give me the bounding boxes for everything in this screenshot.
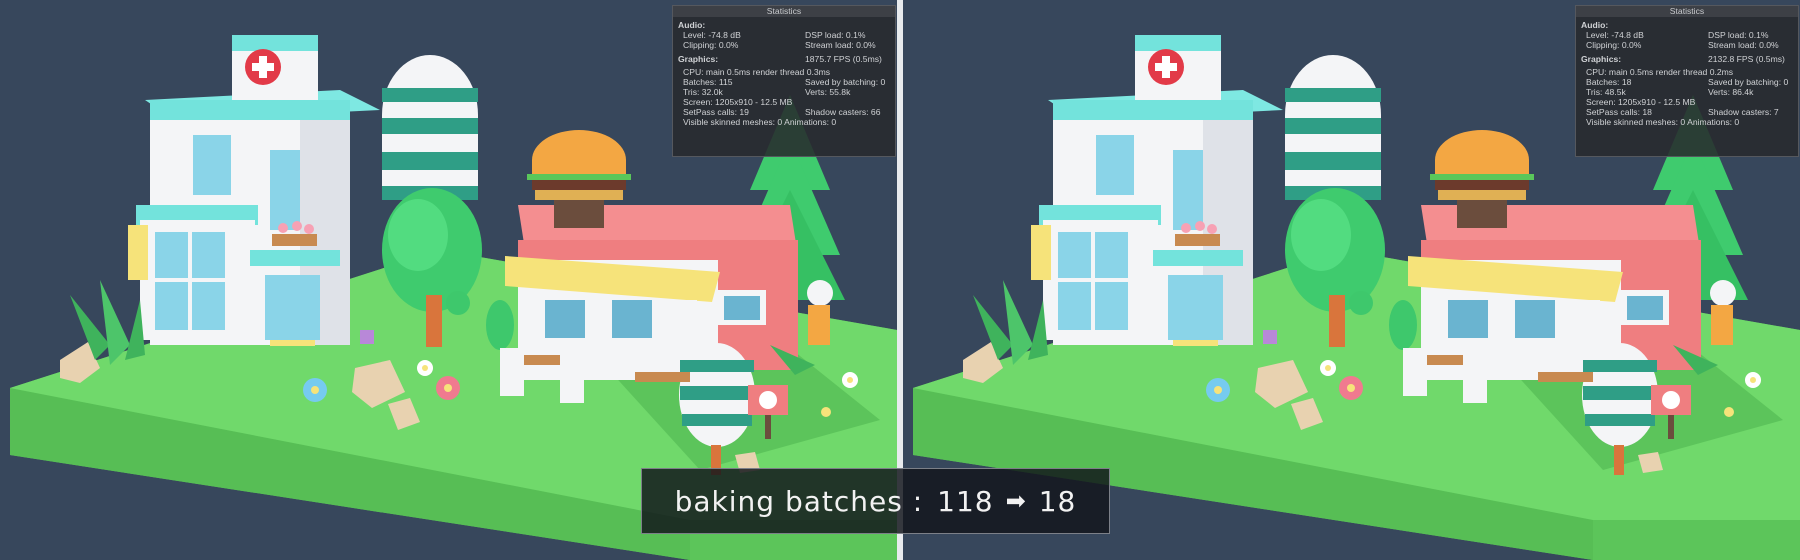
screen-readout: Screen: 1205x910 - 12.5 MB bbox=[1586, 97, 1696, 107]
panel-divider bbox=[897, 0, 903, 560]
batches-readout: Batches: 18 bbox=[1586, 77, 1632, 87]
cpu-readout: CPU: main 0.5ms render thread 0.3ms bbox=[683, 67, 831, 77]
statistics-window: Statistics Audio: Level: -74.8 dB DSP loa… bbox=[672, 5, 896, 157]
verts-readout: Verts: 86.4k bbox=[1708, 87, 1754, 97]
tris-readout: Tris: 32.0k bbox=[683, 87, 723, 97]
before-panel: Statistics Audio: Level: -74.8 dB DSP loa… bbox=[0, 0, 897, 560]
dsp-load: DSP load: 0.1% bbox=[1708, 30, 1769, 40]
graphics-header: Graphics: bbox=[678, 54, 719, 64]
statistics-title: Statistics bbox=[1576, 6, 1798, 17]
caption-before-value: 118 bbox=[937, 484, 994, 518]
verts-readout: Verts: 55.8k bbox=[805, 87, 851, 97]
cpu-readout: CPU: main 0.5ms render thread 0.2ms bbox=[1586, 67, 1734, 77]
audio-level: Level: -74.8 dB bbox=[1586, 30, 1644, 40]
audio-header: Audio: bbox=[678, 20, 706, 30]
stream-load: Stream load: 0.0% bbox=[1708, 40, 1779, 50]
audio-level: Level: -74.8 dB bbox=[683, 30, 741, 40]
statistics-window: Statistics Audio: Level: -74.8 dB DSP loa… bbox=[1575, 5, 1799, 157]
setpass-readout: SetPass calls: 18 bbox=[1586, 107, 1652, 117]
screen-readout: Screen: 1205x910 - 12.5 MB bbox=[683, 97, 793, 107]
fps-readout: 2132.8 FPS (0.5ms) bbox=[1708, 54, 1785, 64]
graphics-header: Graphics: bbox=[1581, 54, 1622, 64]
tris-readout: Tris: 48.5k bbox=[1586, 87, 1626, 97]
batching-caption: baking batches : 118 ➡ 18 bbox=[641, 468, 1110, 534]
shadow-casters: Shadow casters: 66 bbox=[805, 107, 881, 117]
skinned-meshes: Visible skinned meshes: 0 Animations: 0 bbox=[683, 117, 837, 127]
dsp-load: DSP load: 0.1% bbox=[805, 30, 866, 40]
batches-readout: Batches: 115 bbox=[683, 77, 733, 87]
audio-clipping: Clipping: 0.0% bbox=[683, 40, 739, 50]
fps-readout: 1875.7 FPS (0.5ms) bbox=[805, 54, 882, 64]
setpass-readout: SetPass calls: 19 bbox=[683, 107, 749, 117]
audio-clipping: Clipping: 0.0% bbox=[1586, 40, 1642, 50]
statistics-title: Statistics bbox=[673, 6, 895, 17]
stream-load: Stream load: 0.0% bbox=[805, 40, 876, 50]
right-arrow-icon: ➡ bbox=[1005, 487, 1027, 515]
skinned-meshes: Visible skinned meshes: 0 Animations: 0 bbox=[1586, 117, 1740, 127]
caption-after-value: 18 bbox=[1038, 484, 1077, 518]
after-panel: Statistics Audio: Level: -74.8 dB DSP loa… bbox=[903, 0, 1800, 560]
shadow-casters: Shadow casters: 7 bbox=[1708, 107, 1779, 117]
audio-header: Audio: bbox=[1581, 20, 1609, 30]
saved-by-batching: Saved by batching: 0 bbox=[805, 77, 886, 87]
caption-prefix: baking batches : bbox=[674, 484, 924, 518]
saved-by-batching: Saved by batching: 0 bbox=[1708, 77, 1789, 87]
